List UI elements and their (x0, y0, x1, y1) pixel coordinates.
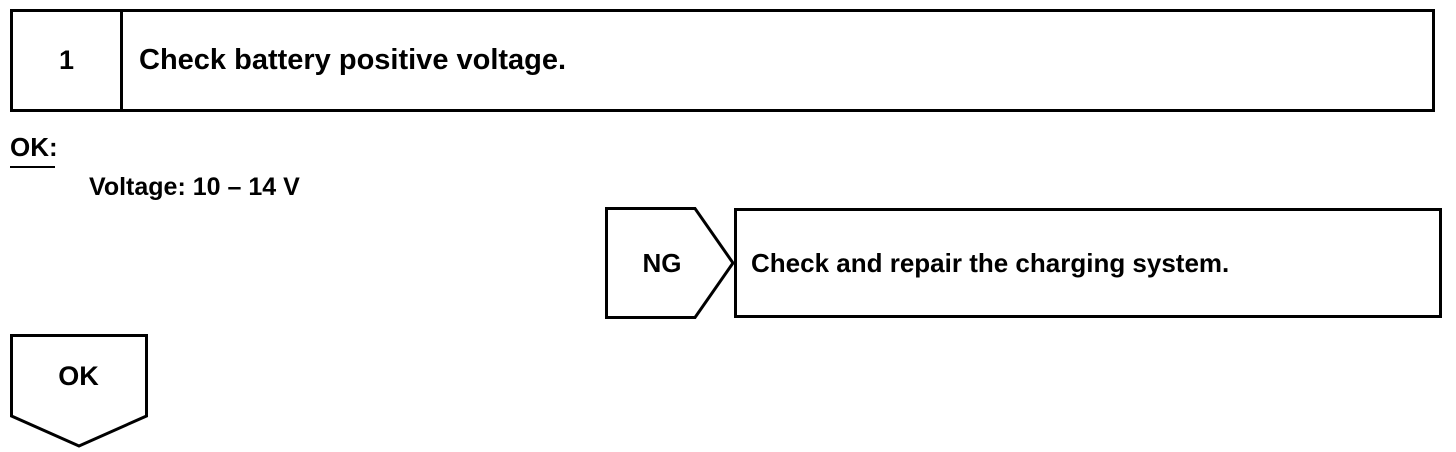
ok-arrow-shape (10, 334, 148, 448)
ng-action-text: Check and repair the charging system. (751, 247, 1230, 278)
step-header-box: 1 Check battery positive voltage. (10, 9, 1435, 112)
ng-arrow-shape (605, 207, 735, 319)
step-number: 1 (13, 12, 123, 109)
voltage-spec: Voltage: 10 – 14 V (89, 173, 300, 201)
ok-arrow-label: OK (58, 360, 99, 391)
ng-action-box: Check and repair the charging system. (734, 208, 1442, 318)
ok-criteria-label: OK: (10, 132, 58, 162)
ng-label: NG (642, 247, 682, 278)
ok-label-underline (10, 166, 55, 168)
step-title: Check battery positive voltage. (139, 44, 567, 76)
